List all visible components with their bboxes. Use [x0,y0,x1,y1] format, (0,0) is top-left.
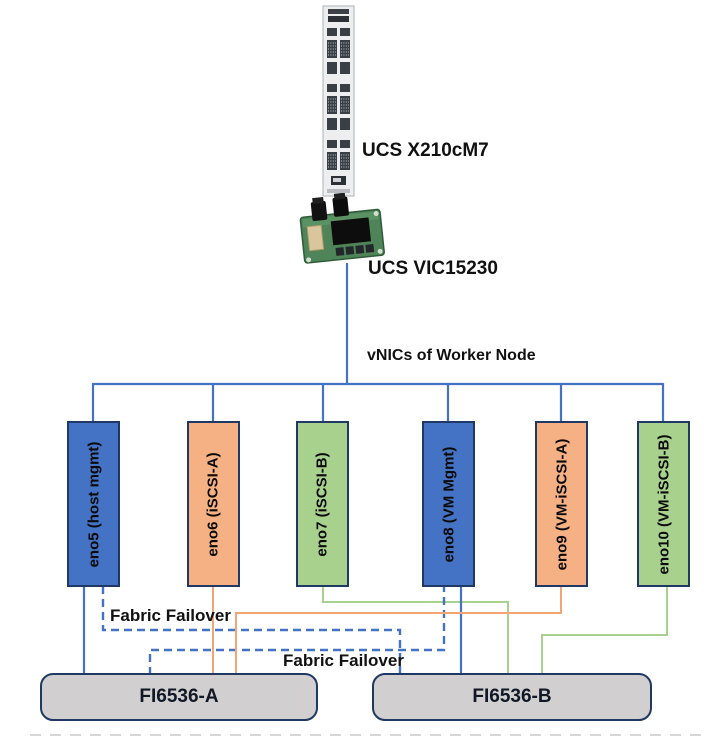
fabric-failover-label-bottom: Fabric Failover [283,651,404,670]
vnic-box-eno9: eno9 (VM-iSCSI-A) [535,421,588,587]
failover-eno8-to-fi-a [148,584,446,675]
fabric-interconnect-fiB: FI6536-B [372,673,652,721]
vnic-box-eno10: eno10 (VM-iSCSI-B) [637,421,690,587]
vnic-label-eno7: eno7 (iSCSI-B) [314,451,331,557]
vnic-box-eno7: eno7 (iSCSI-B) [296,421,349,587]
fi-label-fiA: FI6536-A [139,686,219,707]
fabric-failover-label-top: Fabric Failover [110,606,231,625]
fi-label-fiB: FI6536-B [472,686,552,707]
vic-label: UCS VIC15230 [368,258,498,279]
vnic-box-eno5: eno5 (host mgmt) [67,421,120,587]
vnic-label-eno8: eno8 (VM Mgmt) [440,446,458,562]
vnic-label-eno10: eno10 (VM-iSCSI-B) [655,433,673,575]
connection-eno9-to-fi-a [235,586,562,675]
vnic-box-eno8: eno8 (VM Mgmt) [422,421,475,587]
ucs-vic15230-card-image [299,193,385,264]
ucs-x210cm7-server-image [322,5,355,197]
connection-eno7-to-fi-b [322,586,509,675]
vnic-label-eno5: eno5 (host mgmt) [85,441,102,567]
vnic-box-eno6: eno6 (iSCSI-A) [187,421,240,587]
connection-eno10-to-fi-b [541,586,668,675]
vnics-title: vNICs of Worker Node [367,347,536,364]
vnic-label-eno6: eno6 (iSCSI-A) [205,451,222,557]
fabric-interconnect-fiA: FI6536-A [40,673,318,721]
server-label: UCS X210cM7 [362,140,489,161]
vnic-label-eno9: eno9 (VM-iSCSI-A) [553,438,571,570]
